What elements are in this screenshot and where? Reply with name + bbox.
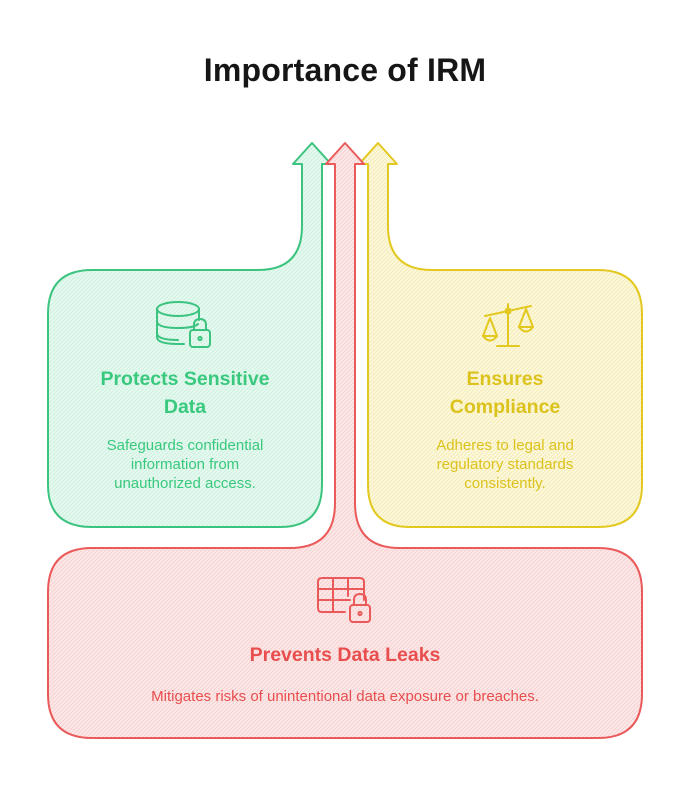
card-prevents-data-leaks: Prevents Data Leaks Mitigates risks of u… — [60, 641, 630, 706]
red-card-arrow-shape — [47, 142, 643, 739]
card-ensures-compliance: Ensures Compliance Adheres to legal and … — [382, 365, 628, 493]
description-line: regulatory standards — [436, 456, 574, 473]
description-line: unauthorized access. — [114, 475, 256, 492]
yellow-card-arrow-shape — [358, 142, 643, 528]
heading-line: Compliance — [449, 396, 561, 418]
database-lock-icon — [156, 301, 211, 348]
heading-line: Protects Sensitive — [100, 368, 270, 390]
card-heading: Prevents Data Leaks — [249, 644, 441, 666]
card-protects-sensitive-data: Protects Sensitive Data Safeguards confi… — [62, 365, 308, 493]
description-line: consistently. — [464, 475, 546, 492]
card-description: Adheres to legal and regulatory standard… — [382, 436, 628, 493]
card-description: Mitigates risks of unintentional data ex… — [151, 688, 539, 705]
scales-icon — [482, 303, 534, 347]
card-heading: Protects Sensitive Data — [62, 365, 308, 421]
heading-line: Data — [163, 396, 207, 418]
description-line: Safeguards confidential — [106, 437, 264, 454]
card-heading: Ensures Compliance — [382, 365, 628, 421]
description-line: Adheres to legal and — [436, 437, 574, 454]
diagram-title: Importance of IRM — [203, 52, 487, 88]
table-lock-icon — [317, 577, 371, 623]
description-line: information from — [130, 456, 240, 473]
card-description: Safeguards confidential information from… — [62, 436, 308, 493]
heading-line: Ensures — [466, 368, 544, 390]
